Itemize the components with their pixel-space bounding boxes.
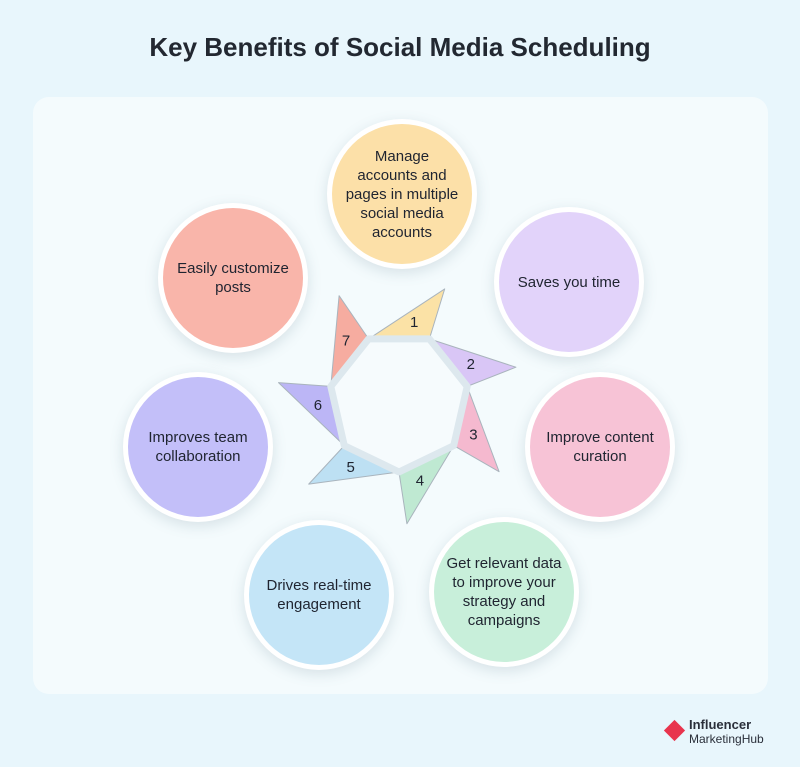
arrow-number-6: 6 [314, 397, 322, 414]
arrow-number-7: 7 [342, 332, 350, 349]
logo-text-line1: Influencer [689, 717, 752, 732]
benefit-circle-6: Improves team collaboration [128, 377, 268, 517]
arrow-number-5: 5 [347, 459, 355, 476]
arrow-1: 1 [368, 288, 446, 340]
benefit-text-7: Easily customize posts [177, 260, 289, 296]
logo-diamond-icon [663, 719, 686, 742]
arrow-number-4: 4 [416, 473, 424, 490]
benefit-circle-2: Saves you time [499, 212, 639, 352]
arrow-shape-1 [368, 288, 446, 340]
arrow-number-3: 3 [469, 427, 477, 444]
brand-logo[interactable]: Influencer MarketingHub [663, 717, 787, 749]
benefit-circle-7: Easily customize posts [163, 208, 303, 348]
arrow-number-2: 2 [467, 356, 475, 373]
benefit-text-5: Drives real-time engagement [266, 577, 372, 613]
benefit-text-2: Saves you time [517, 273, 621, 291]
benefit-text-1: Manage accounts and pages in multiple so… [345, 147, 459, 241]
center-heptagon [327, 335, 471, 476]
benefit-text-6: Improves team collaboration [148, 429, 248, 465]
benefit-circle-5: Drives real-time engagement [249, 525, 389, 665]
benefit-circle-4: Get relevant data to improve your strate… [434, 522, 574, 662]
benefit-circle-1: Manage accounts and pages in multiple so… [332, 124, 472, 264]
logo-text-line2: MarketingHub [689, 732, 764, 746]
benefit-circle-3: Improve content curation [530, 377, 670, 517]
arrow-number-1: 1 [410, 314, 418, 331]
page-title: Key Benefits of Social Media Scheduling [149, 32, 651, 62]
benefit-text-3: Improve content curation [546, 429, 654, 465]
benefit-text-4: Get relevant data to improve your strate… [446, 555, 562, 629]
